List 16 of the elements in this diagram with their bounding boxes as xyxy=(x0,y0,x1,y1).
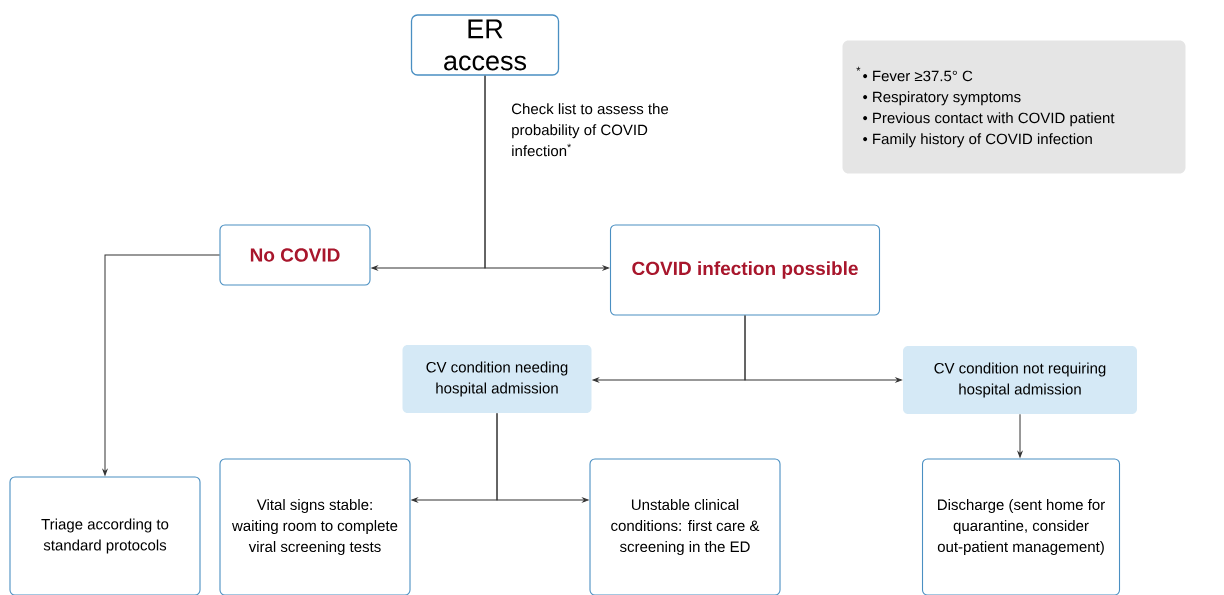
arrow xyxy=(496,412,589,503)
condition-box: CV condition not requiring hospital admission xyxy=(903,346,1137,414)
edge-label: Check list to assess the probability of COVID infection$^{*}$ xyxy=(510,102,673,158)
process-box: No COVID xyxy=(219,224,371,286)
process-box: Unstable clinical conditions: first care & screening in the ED xyxy=(589,458,781,595)
arrow xyxy=(484,75,610,271)
process-box: Triage according to standard protocols xyxy=(9,476,201,595)
process-box: Vital signs stable: waiting room to complete viral screening tests xyxy=(219,458,411,595)
process-box: COVID infection possible xyxy=(609,224,881,316)
condition-box: CV condition needing hospital admission xyxy=(402,345,592,413)
process-box: ER access xyxy=(410,14,560,76)
arrow xyxy=(1017,413,1023,458)
process-box: Discharge (sent home for quarantine, consider out-patient management) xyxy=(921,458,1121,595)
arrow xyxy=(102,254,220,476)
arrow xyxy=(744,315,902,383)
note-box: * • Fever ≥37.5° C • Respiratory symptoms • Previous contact with COVID patient • Family history of COVID infection xyxy=(842,40,1186,174)
